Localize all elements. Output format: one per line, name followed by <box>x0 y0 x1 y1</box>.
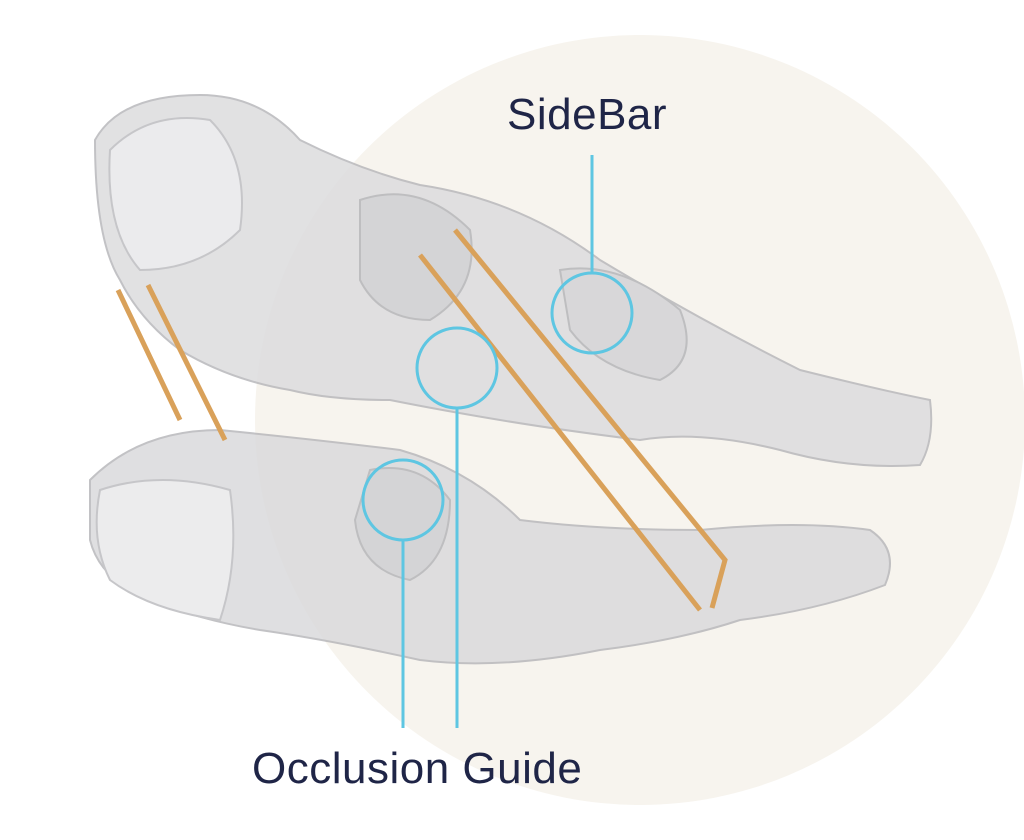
sidebar-label: SideBar <box>507 90 668 139</box>
elastic-front <box>115 283 228 442</box>
callouts <box>361 155 634 728</box>
elastic-back <box>418 228 728 612</box>
occlusion-guide-label: Occlusion Guide <box>252 744 583 793</box>
lower-aligner <box>89 428 891 665</box>
elastic-bands <box>115 228 728 612</box>
upper-aligner <box>93 93 933 467</box>
